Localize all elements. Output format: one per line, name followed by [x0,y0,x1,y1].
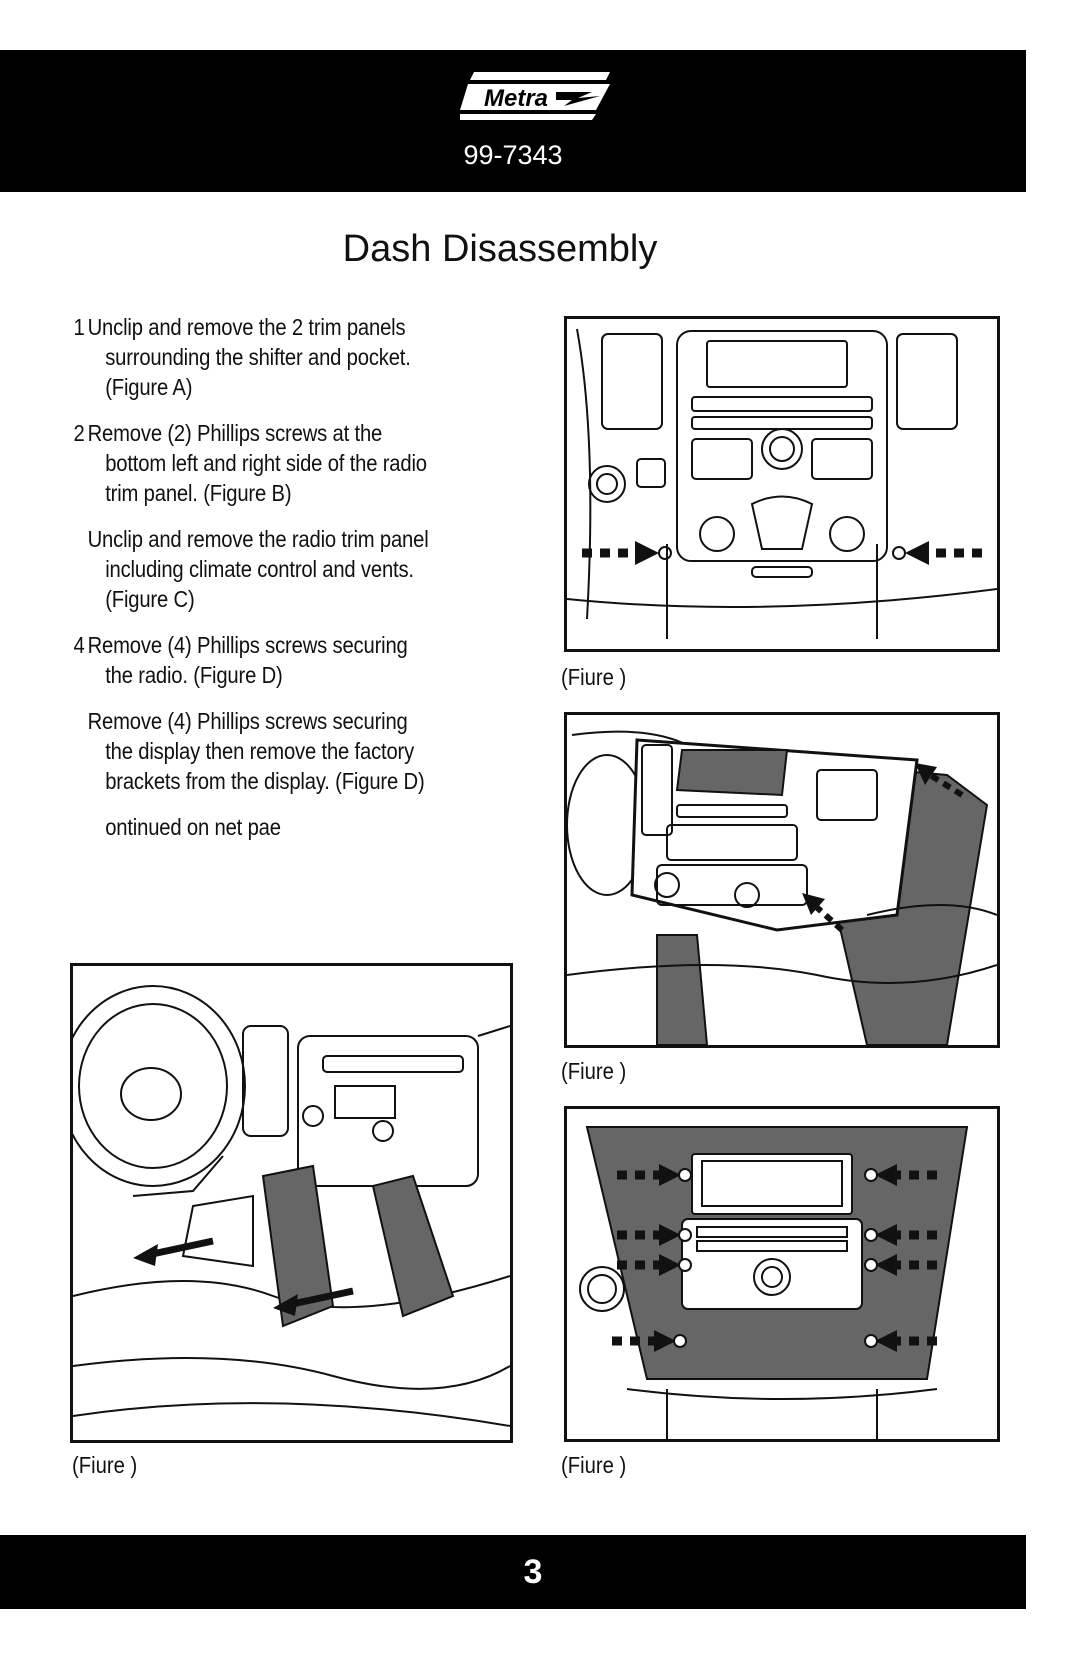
figure-d-caption: (Fiure ) [561,1452,627,1478]
step-number: 4 [73,632,85,658]
step-5: Remove (4) Phillips screws securing the … [70,706,457,796]
step-line: including climate control and vents. [105,556,414,582]
step-line: brackets from the display. (Figure D) [105,768,425,794]
metra-logo: Metra [460,70,612,122]
step-line: Remove (2) Phillips screws at the [87,420,383,446]
figure-a-caption: (Fiure ) [72,1452,138,1478]
model-number: 99-7343 [463,140,563,170]
continued-note: ontinued on net pae [105,814,281,840]
step-line: the display then remove the factory [105,738,415,764]
step-1: 1 Unclip and remove the 2 trim panels su… [70,312,457,402]
svg-text:Metra: Metra [484,85,548,112]
step-line: Unclip and remove the 2 trim panels [87,314,406,340]
page-title: Dash Disassembly [342,228,658,270]
step-line: Remove (4) Phillips screws securing [87,708,408,734]
step-line: surrounding the shifter and pocket. [105,344,411,370]
figure-a-illustration [70,963,513,1443]
step-line: (Figure A) [105,374,193,400]
step-line: the radio. (Figure D) [105,662,283,688]
step-4: 4 Remove (4) Phillips screws securing th… [70,630,457,690]
step-line: Remove (4) Phillips screws securing [87,632,408,658]
figure-b-caption: (Fiure ) [561,664,627,690]
step-3: Unclip and remove the radio trim panel i… [70,524,457,614]
step-number: 1 [73,314,85,340]
step-line: trim panel. (Figure B) [105,480,292,506]
step-number: 2 [73,420,85,446]
step-line: bottom left and right side of the radio [105,450,427,476]
figure-b-illustration [564,316,1000,652]
figure-c-caption: (Fiure ) [561,1058,627,1084]
footer-bar: 3 [0,1535,1026,1609]
step-2: 2 Remove (2) Phillips screws at the bott… [70,418,457,508]
page-number: 3 [523,1553,543,1591]
figure-c-illustration [564,712,1000,1048]
figure-d-illustration [564,1106,1000,1442]
instruction-steps: 1 Unclip and remove the 2 trim panels su… [70,312,457,842]
step-line: Unclip and remove the radio trim panel [87,526,429,552]
header-bar: Metra 99-7343 [0,50,1026,192]
step-line: (Figure C) [105,586,195,612]
